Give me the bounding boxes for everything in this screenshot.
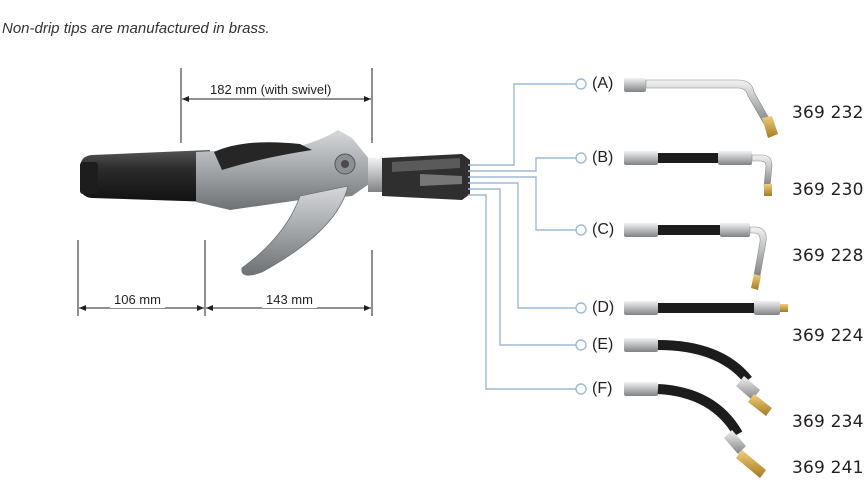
intro-caption: Non-drip tips are manufactured in brass. [2, 20, 270, 37]
option-c-part-number: 369 228 [792, 246, 864, 266]
option-e-part-number: 369 234 [792, 412, 864, 432]
option-b-label: (B) [592, 149, 614, 166]
option-e-label: (E) [592, 336, 614, 353]
option-c-label: (C) [592, 221, 615, 238]
tip-d-illustration [624, 301, 788, 315]
tip-c-illustration [624, 223, 767, 290]
option-b-part-number: 369 230 [792, 180, 864, 200]
dimension-grip-label: 106 mm [110, 292, 165, 308]
connector-terminals [575, 78, 587, 395]
option-d-part-number: 369 224 [792, 326, 864, 346]
tip-b-illustration [624, 151, 773, 196]
connector-lines [468, 83, 576, 390]
option-a-label: (A) [592, 75, 614, 92]
dimension-lines [77, 68, 373, 316]
option-f-label: (F) [592, 380, 613, 397]
tip-f-illustration [624, 382, 766, 478]
tip-e-illustration [624, 338, 772, 416]
option-d-label: (D) [592, 299, 615, 316]
dimension-swivel-label: 182 mm (with swivel) [206, 82, 336, 98]
grease-gun-illustration [80, 130, 470, 276]
option-f-part-number: 369 241 [792, 458, 864, 478]
tip-a-illustration [624, 78, 778, 138]
dimension-body-label: 143 mm [262, 292, 317, 308]
option-a-part-number: 369 232 [792, 103, 864, 123]
